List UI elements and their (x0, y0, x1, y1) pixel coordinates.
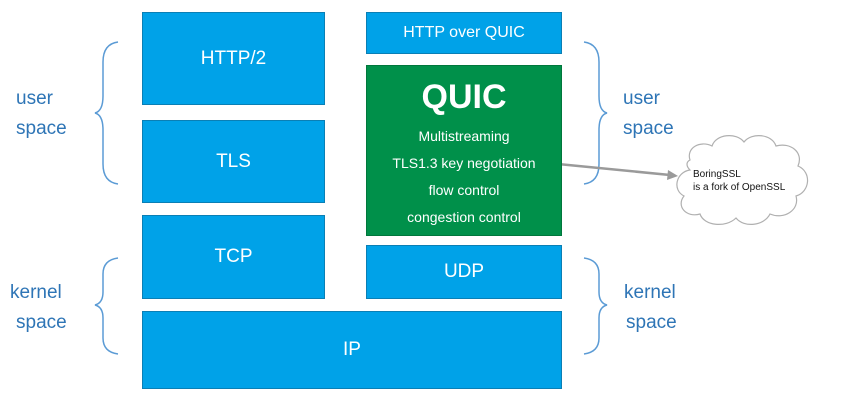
left-kernel-space-label: kernel space (10, 278, 67, 338)
callout-arrow-head (667, 170, 678, 180)
udp-label: UDP (443, 261, 485, 282)
quic-title: QUIC (421, 78, 507, 116)
right-user-word: user (623, 88, 660, 109)
left-kernel-space-word: space (16, 312, 67, 333)
ip-layer: IP (142, 311, 562, 389)
right-user-brace (583, 41, 608, 185)
ip-label: IP (343, 339, 361, 360)
right-kernel-space-word: space (626, 312, 677, 333)
right-space-word: space (623, 118, 674, 139)
quic-feature-congestion-control: congestion control (407, 209, 521, 225)
left-kernel-brace (94, 257, 119, 355)
quic-layer: QUIC Multistreaming TLS1.3 key negotiati… (366, 65, 562, 236)
left-kernel-word: kernel (10, 282, 62, 303)
cloud-shape (676, 135, 809, 225)
left-user-brace (94, 41, 119, 185)
udp-layer: UDP (366, 245, 562, 299)
http2-layer: HTTP/2 (142, 12, 325, 105)
tls-layer: TLS (142, 120, 325, 203)
callout-text: BoringSSL is a fork of OpenSSL (693, 168, 785, 194)
tls-label: TLS (216, 150, 251, 172)
callout-arrow-line (557, 162, 671, 177)
callout-line-2: is a fork of OpenSSL (693, 182, 786, 193)
left-user-word: user (16, 88, 53, 109)
tcp-label: TCP (214, 246, 253, 267)
right-kernel-brace (583, 257, 608, 355)
quic-feature-flow-control: flow control (428, 182, 500, 198)
left-user-space-label: user space (16, 84, 67, 144)
right-user-space-label: user space (623, 84, 674, 144)
callout-line-1: BoringSSL (693, 169, 741, 180)
http-over-quic-label: HTTP over QUIC (403, 24, 525, 41)
http-over-quic-layer: HTTP over QUIC (366, 12, 562, 54)
quic-feature-multistreaming: Multistreaming (418, 128, 510, 144)
quic-feature-tls13: TLS1.3 key negotiation (392, 155, 536, 171)
right-kernel-word: kernel (624, 282, 676, 303)
right-kernel-space-label: kernel space (624, 278, 677, 338)
tcp-layer: TCP (142, 215, 325, 299)
left-space-word: space (16, 118, 67, 139)
http2-label: HTTP/2 (200, 47, 267, 69)
